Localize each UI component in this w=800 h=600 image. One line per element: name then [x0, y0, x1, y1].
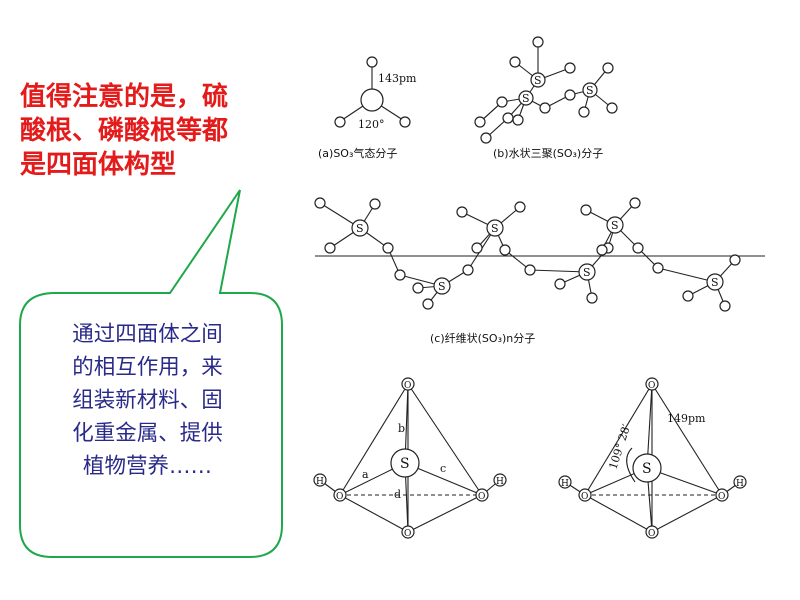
- atom-s: S: [583, 266, 591, 279]
- bond-length-label: 149pm: [667, 412, 706, 425]
- bubble-line: 植物营养……: [82, 454, 212, 479]
- atom-s: S: [711, 276, 719, 289]
- note-line: 酸根、磷酸根等都: [20, 116, 229, 146]
- atom-s: S: [400, 456, 410, 472]
- atom-h: H: [316, 477, 324, 487]
- atom-s: S: [438, 280, 446, 293]
- bubble-line: 组装新材料、固: [72, 388, 223, 413]
- atom-s: S: [491, 222, 499, 235]
- structure-diagram: 143pm 120° (a)SO₃气态分子 S S S: [313, 36, 765, 539]
- atom-s: S: [522, 92, 530, 105]
- caption-a: (a)SO₃气态分子: [318, 146, 397, 160]
- so3-fiber-molecule: S S S S S S (c)纤维状(SO₃)n分子: [314, 197, 765, 345]
- tetrahedron-right: S O O O O H H 149pm 109° 28′: [558, 377, 747, 539]
- bubble-text: 通过四面体之间 的相互作用，来 组装新材料、固 化重金属、提供 植物营养……: [30, 318, 265, 483]
- note-line: 值得注意的是，硫: [20, 82, 229, 112]
- edge-label-c: c: [440, 462, 446, 475]
- atom-s: S: [586, 84, 594, 97]
- caption-b: (b)水状三聚(SO₃)分子: [493, 146, 603, 160]
- atom-s: S: [534, 74, 542, 87]
- atom-h: H: [496, 477, 504, 487]
- atom-o: O: [648, 381, 655, 391]
- highlight-note: 值得注意的是，硫 酸根、磷酸根等都 是四面体构型: [20, 80, 280, 182]
- note-line: 是四面体构型: [20, 150, 177, 180]
- atom-s: S: [642, 461, 652, 477]
- bond-angle-label: 120°: [358, 118, 385, 131]
- so3-trimer-molecule: S S S (b)水状三聚(SO₃)分子: [474, 36, 618, 160]
- atom-o: O: [478, 492, 485, 502]
- caption-c: (c)纤维状(SO₃)n分子: [430, 331, 535, 345]
- atom-o: O: [581, 492, 588, 502]
- bond-length-label: 143pm: [378, 72, 417, 85]
- atom-s: S: [356, 222, 364, 235]
- atom-s: S: [611, 219, 619, 232]
- edge-label-a: a: [362, 468, 369, 481]
- bubble-line: 的相互作用，来: [72, 355, 223, 380]
- atom-h: H: [736, 479, 744, 489]
- atom-o: O: [648, 529, 655, 539]
- so3-gas-molecule: 143pm 120° (a)SO₃气态分子: [318, 56, 417, 160]
- atom-o: O: [404, 381, 411, 391]
- atom-o: O: [404, 529, 411, 539]
- atom-h: H: [561, 479, 569, 489]
- bubble-line: 化重金属、提供: [72, 421, 223, 446]
- edge-label-b: b: [398, 422, 405, 435]
- atom-o: O: [718, 492, 725, 502]
- bond-angle-label: 109° 28′: [606, 422, 633, 471]
- tetrahedron-left: S O O O O H H b a c d: [313, 377, 507, 539]
- atom-o: O: [336, 492, 343, 502]
- bubble-line: 通过四面体之间: [72, 322, 223, 347]
- edge-label-d: d: [394, 488, 401, 501]
